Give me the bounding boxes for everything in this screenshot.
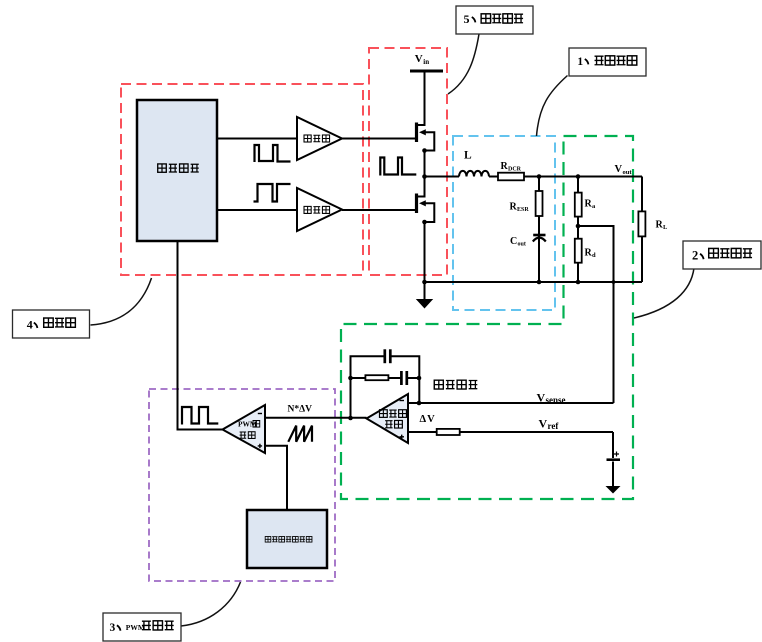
svg-text:in: in <box>423 58 429 66</box>
svg-text:out: out <box>518 242 526 248</box>
svg-text:ΔV: ΔV <box>420 414 436 425</box>
svg-text:3: 3 <box>110 622 116 634</box>
svg-text:R: R <box>656 220 664 231</box>
svg-text:R: R <box>501 161 509 172</box>
svg-text:C: C <box>510 236 517 247</box>
svg-text:out: out <box>623 169 633 176</box>
svg-text:L: L <box>663 224 668 231</box>
svg-text:d: d <box>592 252 596 259</box>
svg-text:L: L <box>464 150 472 162</box>
svg-text:V: V <box>537 391 546 405</box>
svg-text:ref: ref <box>548 421 560 431</box>
svg-text:R: R <box>510 202 518 213</box>
svg-text:V: V <box>615 164 623 175</box>
svg-text:PWM: PWM <box>126 623 145 632</box>
svg-text:1: 1 <box>577 56 583 68</box>
svg-text:ESR: ESR <box>517 207 529 213</box>
svg-text:2: 2 <box>692 249 698 263</box>
svg-text:sense: sense <box>546 395 566 405</box>
svg-text:N*ΔV: N*ΔV <box>288 405 313 415</box>
svg-text:4: 4 <box>27 318 33 332</box>
svg-text:R: R <box>585 199 593 210</box>
svg-text:5: 5 <box>464 12 470 26</box>
svg-text:V: V <box>539 417 548 431</box>
svg-text:PWM: PWM <box>238 420 257 429</box>
svg-text:DCR: DCR <box>508 167 522 173</box>
svg-text:V: V <box>415 53 423 65</box>
svg-text:a: a <box>592 203 596 210</box>
svg-text:R: R <box>585 248 593 259</box>
